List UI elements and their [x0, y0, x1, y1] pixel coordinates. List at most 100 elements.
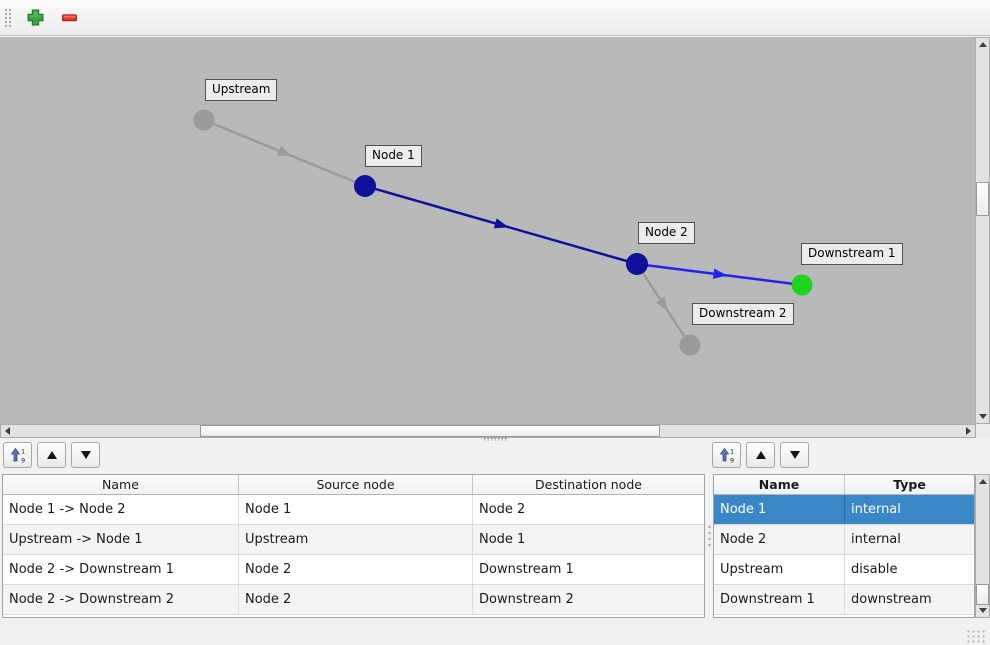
main-toolbar: [0, 0, 990, 36]
edge-arrowhead-icon: [493, 218, 509, 229]
table-cell: Upstream -> Node 1: [3, 525, 239, 554]
graph-node[interactable]: [354, 175, 376, 197]
right-arrow-icon: [966, 427, 971, 435]
graph-node[interactable]: [626, 253, 648, 275]
node-panel-toolbar: 1 9: [712, 442, 809, 468]
down-arrow-icon: [978, 414, 987, 419]
graph-node[interactable]: [791, 274, 813, 296]
node-label[interactable]: Upstream: [205, 79, 278, 101]
column-header[interactable]: Destination node: [535, 477, 642, 492]
scroll-up-button[interactable]: [976, 38, 989, 51]
splitter-handle-dots: [707, 524, 712, 550]
minus-icon: [61, 14, 77, 22]
edge-arrowhead-icon: [712, 268, 728, 279]
window-resize-grip[interactable]: [966, 629, 986, 643]
scroll-right-button[interactable]: [962, 425, 975, 437]
node-move-up-button[interactable]: [746, 442, 775, 468]
table-cell: Downstream 2: [479, 592, 574, 607]
up-arrow-icon: [978, 479, 987, 484]
table-cell: Node 1: [239, 495, 473, 524]
table-cell: Downstream 1: [714, 585, 845, 614]
canvas-horizontal-scrollbar[interactable]: [0, 424, 976, 438]
down-triangle-icon: [789, 451, 800, 459]
table-row[interactable]: Downstream 1 downstream: [714, 585, 974, 615]
column-header[interactable]: Source node: [239, 475, 473, 494]
column-header[interactable]: Type: [893, 477, 926, 492]
svg-text:9: 9: [21, 457, 25, 465]
scroll-down-button[interactable]: [976, 604, 989, 617]
table-cell: Node 2: [239, 555, 473, 584]
table-splitter[interactable]: [705, 474, 713, 618]
svg-text:1: 1: [730, 448, 734, 456]
sort-ascending-icon: 1 9: [719, 448, 734, 465]
svg-text:9: 9: [730, 457, 734, 465]
up-arrow-icon: [978, 42, 987, 47]
sort-ascending-icon: 1 9: [10, 448, 25, 465]
table-cell: Upstream: [714, 555, 845, 584]
node-label[interactable]: Downstream 2: [692, 303, 794, 325]
node-label[interactable]: Node 1: [365, 145, 422, 167]
remove-button[interactable]: [55, 4, 83, 32]
canvas-table-splitter[interactable]: [483, 437, 507, 441]
vertical-scroll-thumb[interactable]: [976, 182, 989, 216]
table-row[interactable]: Node 1 internal: [714, 495, 974, 525]
table-cell: Node 1: [714, 495, 845, 524]
edge-move-up-button[interactable]: [37, 442, 66, 468]
left-arrow-icon: [5, 427, 10, 435]
graph-layer: [193, 109, 813, 356]
edge-move-down-button[interactable]: [71, 442, 100, 468]
horizontal-scroll-thumb[interactable]: [200, 425, 660, 437]
up-triangle-icon: [755, 451, 766, 459]
table-cell: downstream: [851, 592, 932, 607]
edge-sort-button[interactable]: 1 9: [3, 442, 32, 468]
table-cell: Upstream: [239, 525, 473, 554]
table-cell: Node 2 -> Downstream 2: [3, 585, 239, 614]
edge-panel-toolbar: 1 9: [3, 442, 100, 468]
table-cell: Node 1 -> Node 2: [3, 495, 239, 524]
scroll-down-button[interactable]: [976, 410, 989, 423]
table-cell: disable: [851, 562, 898, 577]
down-arrow-icon: [978, 608, 987, 613]
node-label[interactable]: Downstream 1: [801, 243, 903, 265]
table-cell: Node 1: [479, 532, 526, 547]
table-cell: internal: [851, 502, 901, 517]
edge-arrowhead-icon: [655, 296, 668, 312]
table-cell: internal: [851, 532, 901, 547]
graph-node[interactable]: [193, 109, 215, 131]
edge-arrowhead-icon: [276, 145, 292, 157]
toolbar-drag-handle[interactable]: [4, 7, 12, 28]
table-cell: Node 2 -> Downstream 1: [3, 555, 239, 584]
canvas-vertical-scrollbar[interactable]: [975, 37, 990, 424]
graph-node[interactable]: [679, 334, 701, 356]
node-sort-button[interactable]: 1 9: [712, 442, 741, 468]
scroll-left-button[interactable]: [1, 425, 14, 437]
node-label[interactable]: Node 2: [638, 222, 695, 244]
table-cell: Downstream 1: [479, 562, 574, 577]
table-row[interactable]: Upstream disable: [714, 555, 974, 585]
scroll-up-button[interactable]: [976, 475, 989, 488]
column-header[interactable]: Name: [3, 475, 239, 494]
column-header[interactable]: Name: [714, 475, 845, 494]
node-move-down-button[interactable]: [780, 442, 809, 468]
table-cell: Node 2: [239, 585, 473, 614]
scrollbar-corner: [976, 424, 990, 438]
node-table-scrollbar[interactable]: [975, 474, 990, 618]
add-button[interactable]: [21, 4, 49, 32]
table-cell: Node 2: [479, 502, 526, 517]
vertical-scroll-thumb[interactable]: [976, 584, 989, 605]
svg-text:1: 1: [21, 448, 25, 456]
table-header-row: Name Type: [714, 475, 974, 495]
plus-icon: [27, 9, 43, 26]
up-triangle-icon: [46, 451, 57, 459]
down-triangle-icon: [80, 451, 91, 459]
